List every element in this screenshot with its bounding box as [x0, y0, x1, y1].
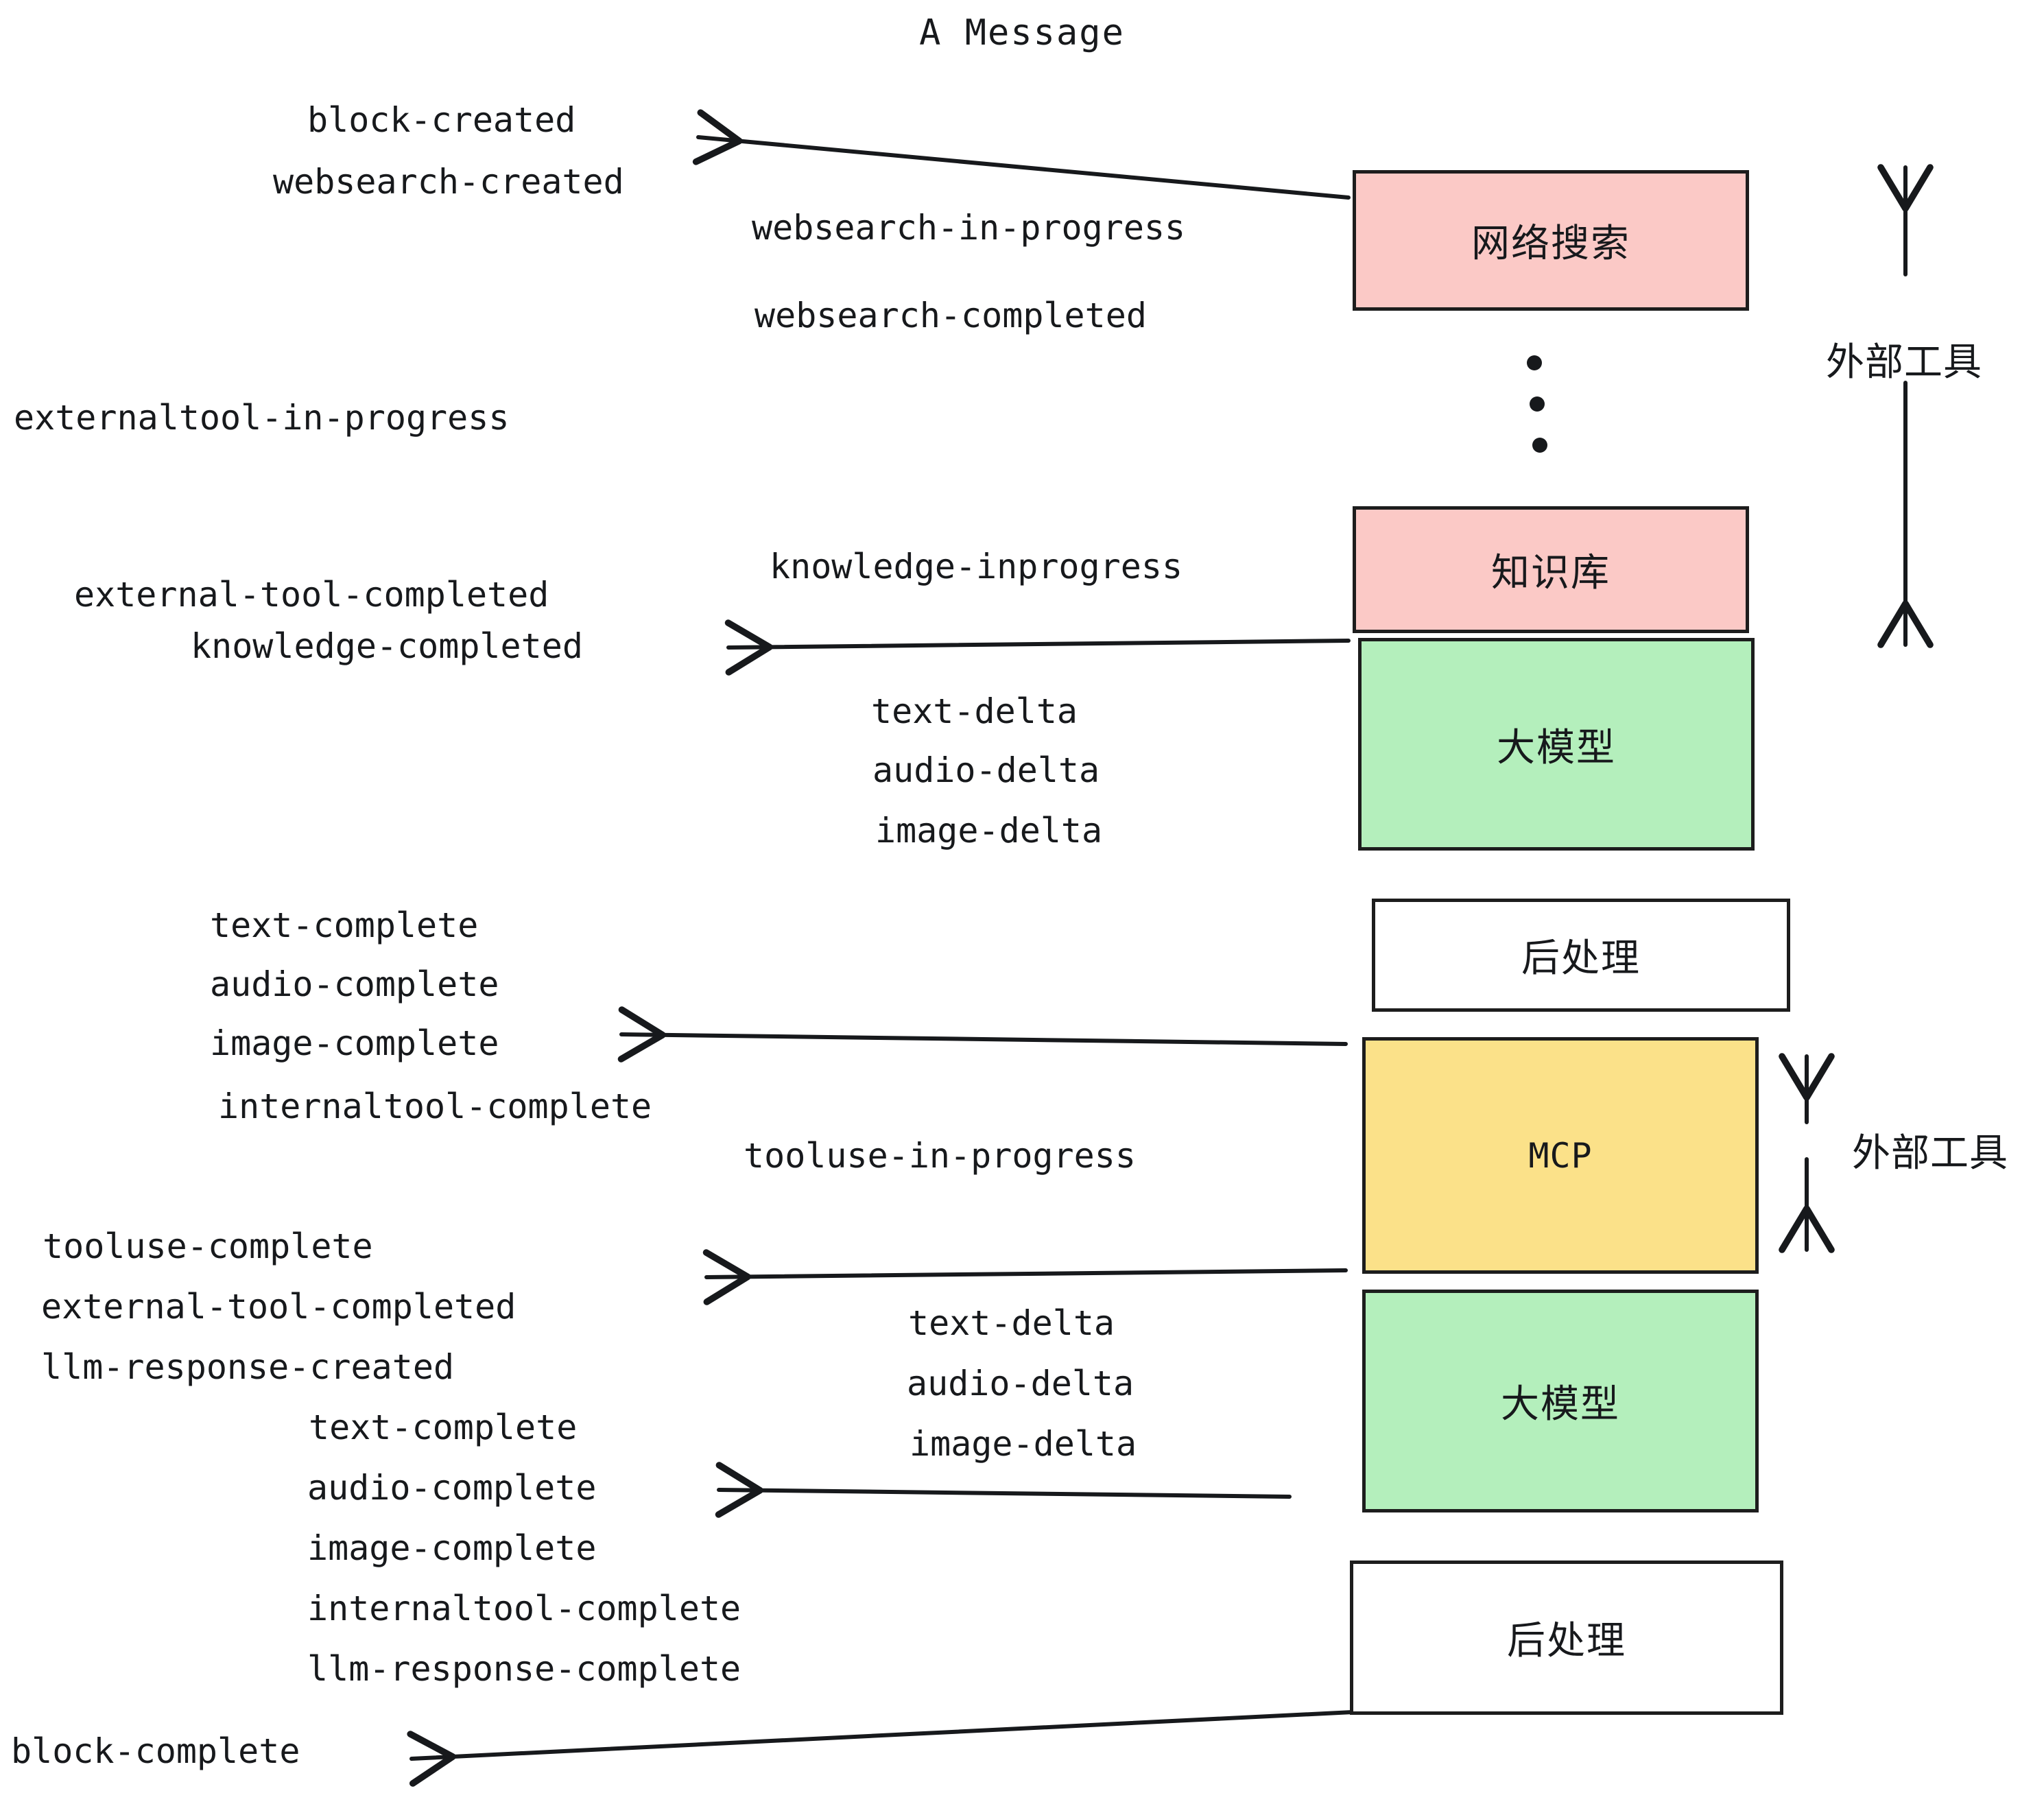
event-label-internaltool-complete-2: internaltool-complete [307, 1589, 741, 1628]
event-label-text-delta-2: text-delta [908, 1303, 1115, 1343]
node-postproc-1: 后处理 [1372, 899, 1790, 1012]
node-label: 大模型 [1501, 1382, 1620, 1427]
node-label: 知识库 [1491, 551, 1611, 595]
event-label-knowledge-inprogress: knowledge-inprogress [770, 547, 1183, 586]
event-label-llm-response-created: llm-response-created [41, 1347, 455, 1387]
event-label-image-complete-2: image-complete [307, 1528, 597, 1568]
arrow-block-created [692, 109, 1351, 200]
side-label-external-tool-top: 外部工具 [1826, 340, 1982, 385]
event-label-audio-complete-1: audio-complete [210, 964, 499, 1004]
arrow-knowledge-done [724, 619, 1351, 676]
event-label-knowledge-completed: knowledge-completed [191, 626, 583, 666]
event-label-tooluse-complete: tooluse-complete [43, 1226, 373, 1266]
event-label-external-tool-completed-1: external-tool-completed [74, 575, 549, 615]
node-knowledge: 知识库 [1353, 506, 1749, 633]
node-llm-2: 大模型 [1362, 1290, 1759, 1512]
node-llm-1: 大模型 [1358, 638, 1755, 851]
flow-arrow-group [407, 109, 1355, 1787]
node-mcp: MCP [1362, 1037, 1759, 1274]
event-label-block-created: block-created [307, 100, 576, 140]
event-label-text-complete-1: text-complete [210, 905, 479, 945]
event-label-websearch-completed: websearch-completed [754, 296, 1147, 335]
event-label-audio-delta-2: audio-delta [907, 1364, 1134, 1403]
node-label: MCP [1528, 1135, 1593, 1176]
ellipsis-dot [1530, 396, 1545, 412]
node-postproc-2: 后处理 [1350, 1560, 1783, 1715]
node-label: 后处理 [1507, 1619, 1626, 1663]
event-label-image-delta-2: image-delta [910, 1424, 1137, 1464]
arrow-image-complete [617, 1006, 1348, 1063]
event-label-text-complete-2: text-complete [309, 1408, 578, 1447]
page-title: A Message [919, 12, 1125, 54]
node-label: 网络搜索 [1471, 222, 1630, 266]
event-label-audio-complete-2: audio-complete [307, 1468, 597, 1508]
event-label-image-complete-1: image-complete [210, 1023, 499, 1063]
event-label-internaltool-complete-1: internaltool-complete [218, 1087, 652, 1126]
arrow-block-complete [407, 1710, 1355, 1787]
event-label-llm-response-complete: llm-response-complete [307, 1649, 741, 1689]
node-websearch: 网络搜索 [1353, 170, 1749, 311]
bracket-arrow-group [1779, 164, 1934, 1253]
ellipsis-dot [1532, 438, 1547, 453]
arrow-audio-complete [715, 1462, 1292, 1518]
event-label-audio-delta-1: audio-delta [872, 750, 1100, 790]
event-label-text-delta-1: text-delta [871, 691, 1078, 731]
event-label-externaltool-in-progress: externaltool-in-progress [14, 398, 510, 438]
arrow-tooluse-complete [702, 1249, 1348, 1305]
event-label-image-delta-1: image-delta [875, 811, 1103, 851]
event-label-block-complete: block-complete [11, 1731, 300, 1771]
event-label-external-tool-completed-2: external-tool-completed [41, 1287, 516, 1327]
event-label-websearch-created: websearch-created [273, 162, 624, 202]
event-label-websearch-in-progress: websearch-in-progress [752, 208, 1186, 248]
side-label-external-tool-bottom: 外部工具 [1852, 1131, 2008, 1176]
event-label-tooluse-in-progress: tooluse-in-progress [744, 1136, 1136, 1176]
node-label: 大模型 [1497, 725, 1616, 770]
ellipsis-dot [1527, 355, 1542, 370]
node-label: 后处理 [1521, 936, 1641, 981]
